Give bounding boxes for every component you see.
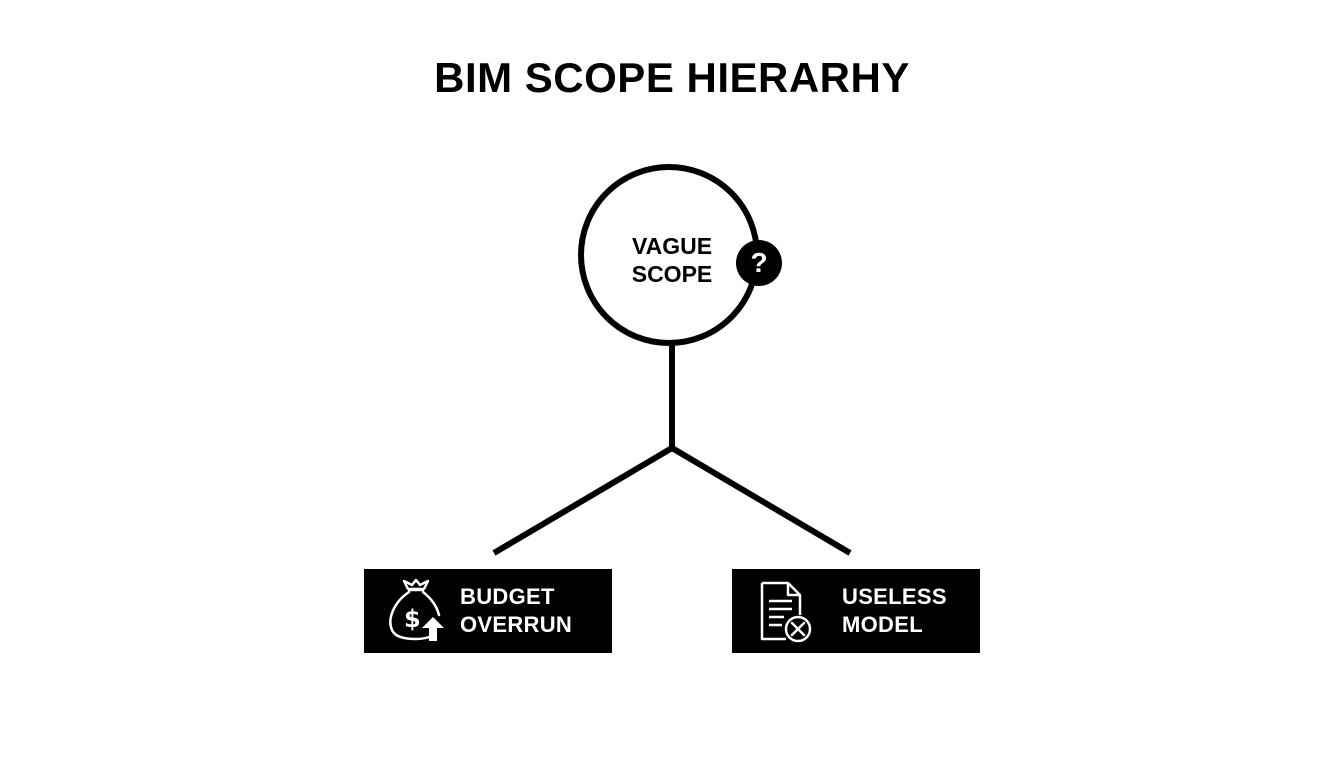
diagram-title: BIM SCOPE HIERARHY: [434, 54, 910, 101]
root-label-line2: SCOPE: [631, 261, 713, 287]
left-branch-connector: [492, 445, 674, 556]
root-node-label: VAGUE SCOPE: [584, 232, 760, 288]
money-bag-arrow-up-icon: $: [389, 578, 444, 641]
outcome-label-line2: OVERRUN: [460, 612, 573, 637]
outcome-label: USELESS MODEL: [842, 583, 947, 639]
outcome-node-budget-overrun: $ BUDGET OVERRUN: [364, 569, 612, 653]
root-label-line1: VAGUE: [631, 233, 713, 259]
root-node-vague-scope: VAGUE SCOPE: [578, 164, 760, 346]
right-branch-connector: [670, 445, 852, 556]
outcome-label-line1: USELESS: [842, 584, 947, 609]
outcome-label: BUDGET OVERRUN: [460, 583, 572, 639]
outcome-label-line1: BUDGET: [460, 584, 555, 609]
outcome-node-useless-model: USELESS MODEL: [732, 569, 980, 653]
svg-text:$: $: [404, 605, 421, 633]
outcome-label-line2: MODEL: [842, 612, 923, 637]
question-mark-icon: ?: [736, 240, 782, 286]
document-rejected-icon: [760, 581, 812, 643]
